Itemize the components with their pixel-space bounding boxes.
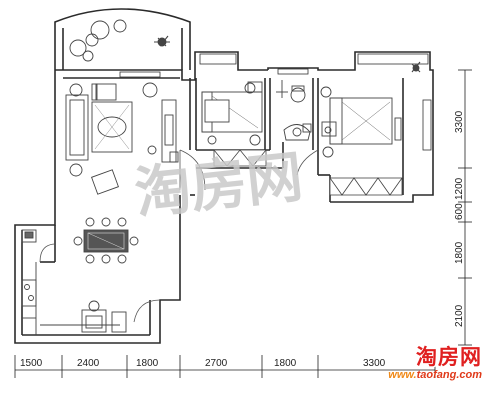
wardrobes <box>213 149 403 196</box>
dim-bottom-6: 3300 <box>363 358 386 369</box>
balcony-plants <box>69 19 170 62</box>
bedroom-1 <box>201 81 263 146</box>
dim-right-3: 600 <box>454 203 465 220</box>
living-room <box>65 82 179 195</box>
logo-name: 淘房网 <box>416 345 482 369</box>
logo-url: www.taofang.com <box>388 369 482 381</box>
dimension-lines-right <box>458 69 472 346</box>
dim-bottom-5: 1800 <box>274 358 297 369</box>
kitchen <box>21 229 127 335</box>
dim-right-1: 3300 <box>454 110 465 133</box>
dim-right-5: 2100 <box>454 304 465 327</box>
windows <box>119 53 432 151</box>
bathroom <box>276 80 312 141</box>
site-logo: 淘房网 www.taofang.com <box>388 341 482 381</box>
dim-right-2: 1200 <box>454 177 465 200</box>
dim-bottom-4: 2700 <box>205 358 228 369</box>
watermark: 淘房网 <box>132 144 306 227</box>
logo-url-domain: taofang.com <box>416 369 482 381</box>
dim-bottom-1: 1500 <box>20 358 43 369</box>
dimension-lines-bottom <box>14 355 436 378</box>
dim-right-4: 1800 <box>454 241 465 264</box>
dining-table <box>73 217 139 264</box>
walls <box>14 8 434 344</box>
bedroom-2 <box>320 61 421 158</box>
door-swings <box>39 149 319 323</box>
dim-bottom-2: 2400 <box>77 358 100 369</box>
logo-url-prefix: www. <box>388 369 417 381</box>
dim-bottom-3: 1800 <box>136 358 159 369</box>
